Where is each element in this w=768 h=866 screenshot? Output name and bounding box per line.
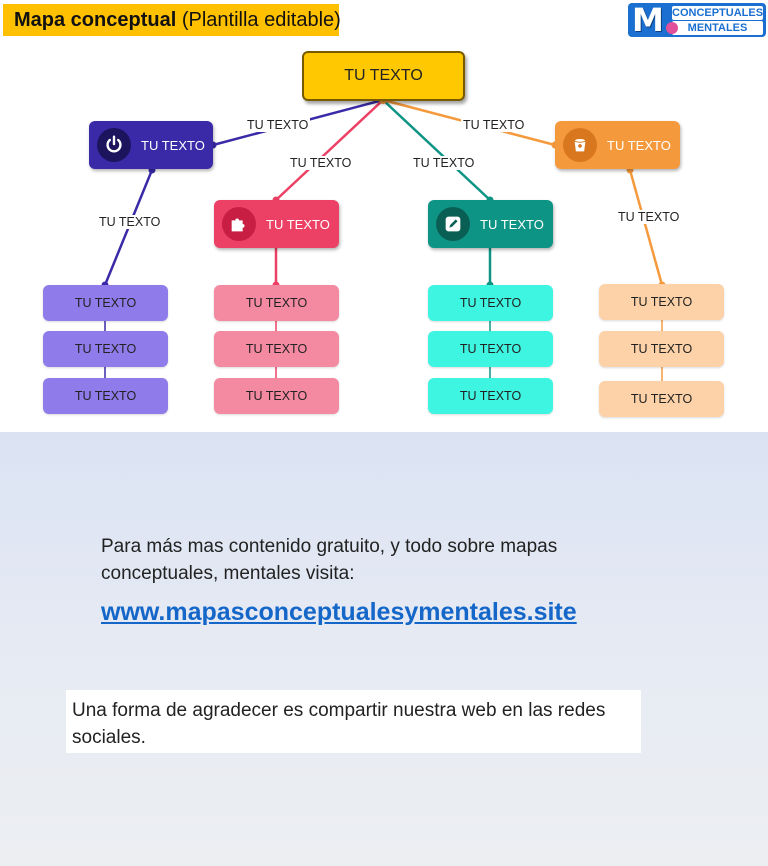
branch-link-label-1[interactable]: TU TEXTO (97, 215, 163, 229)
sub-node-power-1[interactable]: TU TEXTO (43, 285, 168, 321)
sub-node-puzzle-1[interactable]: TU TEXTO (214, 285, 339, 321)
logo-letter: M (632, 3, 664, 37)
edge-root-puzzle (275, 99, 384, 201)
share-message: Una forma de agradecer es compartir nues… (66, 690, 641, 753)
sub-node-pencil-2[interactable]: TU TEXTO (428, 331, 553, 367)
brand-logo[interactable]: M CONCEPTUALES MENTALES (628, 3, 766, 37)
sub-node-pencil-3[interactable]: TU TEXTO (428, 378, 553, 414)
sub-node-pencil-1[interactable]: TU TEXTO (428, 285, 553, 321)
sub-node-power-3[interactable]: TU TEXTO (43, 378, 168, 414)
connector-label-3[interactable]: TU TEXTO (411, 156, 477, 170)
promo-paragraph: Para más mas contenido gratuito, y todo … (101, 536, 558, 584)
puzzle-icon (222, 207, 256, 241)
connector-label-2[interactable]: TU TEXTO (288, 156, 354, 170)
branch-node-power[interactable]: TU TEXTO (89, 121, 213, 169)
branch-label-bucket: TU TEXTO (607, 137, 671, 153)
branch-link-label-4[interactable]: TU TEXTO (616, 210, 682, 224)
branch-node-puzzle[interactable]: TU TEXTO (214, 200, 339, 248)
logo-line-2: MENTALES (672, 21, 763, 35)
branch-label-puzzle: TU TEXTO (266, 216, 330, 232)
edge-bucket-subs (628, 169, 664, 286)
sub-node-bucket-3[interactable]: TU TEXTO (599, 381, 724, 417)
sub-node-bucket-2[interactable]: TU TEXTO (599, 331, 724, 367)
connector-label-1[interactable]: TU TEXTO (245, 118, 311, 132)
info-panel (0, 432, 768, 866)
root-node[interactable]: TU TEXTO (302, 51, 465, 101)
branch-node-pencil[interactable]: TU TEXTO (428, 200, 553, 248)
branch-label-pencil: TU TEXTO (480, 216, 544, 232)
title-bold: Mapa conceptual (14, 8, 177, 31)
branch-node-bucket[interactable]: TU TEXTO (555, 121, 680, 169)
pencil-icon (436, 207, 470, 241)
bucket-icon (563, 128, 597, 162)
brain-icon (666, 22, 678, 34)
sub-node-bucket-1[interactable]: TU TEXTO (599, 284, 724, 320)
website-link[interactable]: www.mapasconceptualesymentales.site (101, 598, 577, 626)
sub-node-power-2[interactable]: TU TEXTO (43, 331, 168, 367)
logo-line-1: CONCEPTUALES (672, 6, 764, 20)
sub-node-puzzle-2[interactable]: TU TEXTO (214, 331, 339, 367)
sub-node-puzzle-3[interactable]: TU TEXTO (214, 378, 339, 414)
power-icon (97, 128, 131, 162)
page-title: Mapa conceptual (Plantilla editable) (3, 4, 341, 36)
connector-label-4[interactable]: TU TEXTO (461, 118, 527, 132)
branch-label-power: TU TEXTO (141, 137, 205, 153)
edge-root-pencil (382, 99, 491, 201)
title-rest: (Plantilla editable) (181, 8, 341, 31)
